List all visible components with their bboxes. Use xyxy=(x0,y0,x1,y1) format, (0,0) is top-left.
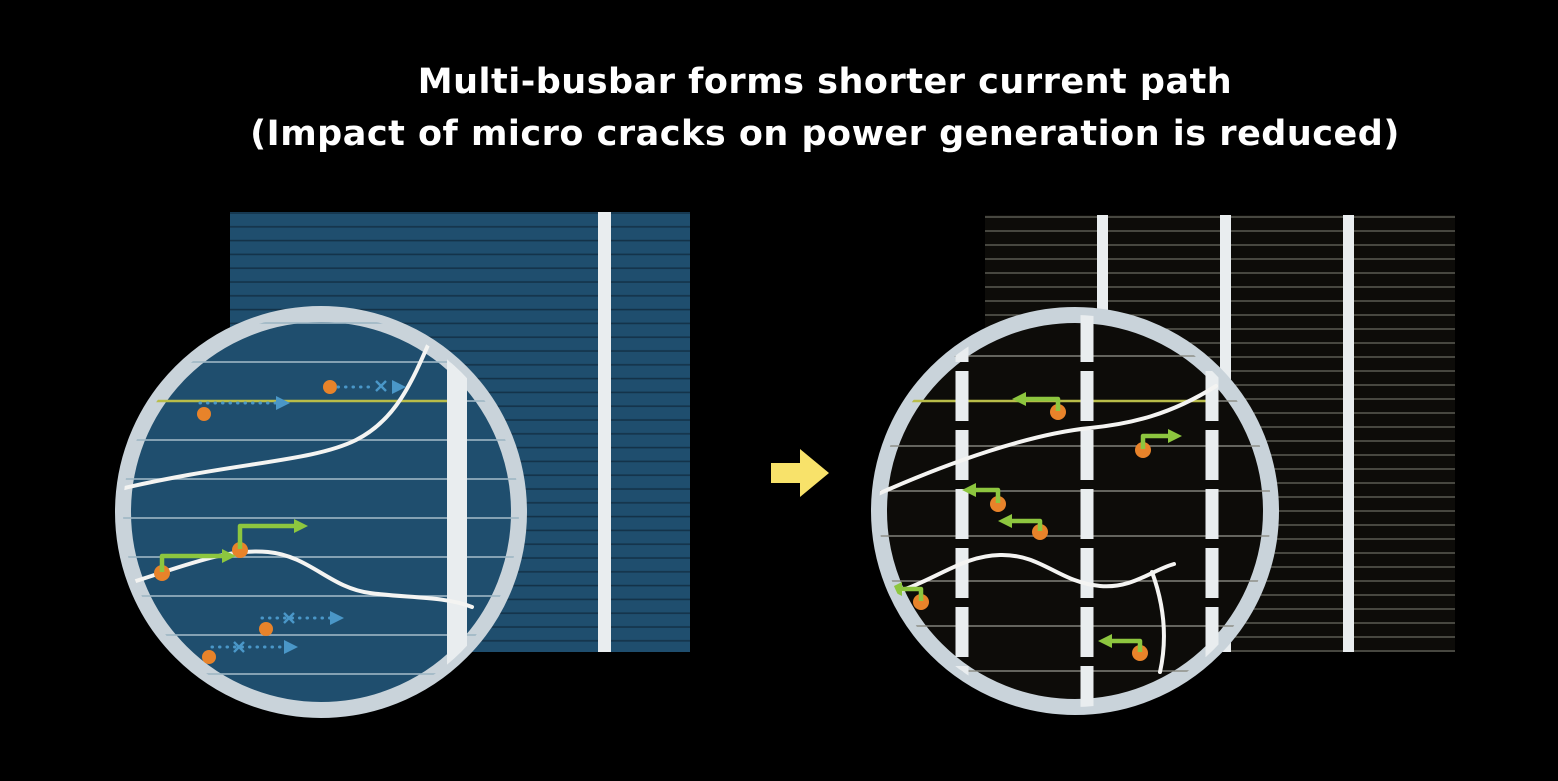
electron-dot xyxy=(259,622,273,636)
long-path-arrow-blocked xyxy=(259,611,344,636)
electron-dot xyxy=(1135,442,1151,458)
micro-crack-line xyxy=(1150,570,1166,674)
electron-dot xyxy=(913,594,929,610)
blocked-x-icon xyxy=(375,380,387,392)
left-zoom-busbar xyxy=(447,314,467,710)
electron-dot xyxy=(1032,524,1048,540)
arrowhead-icon xyxy=(998,514,1012,528)
arrowhead-icon xyxy=(1168,429,1182,443)
electron-dot xyxy=(154,565,170,581)
long-path-arrow-blocked xyxy=(323,380,406,394)
left-cell-busbar xyxy=(598,212,611,652)
micro-crack-line xyxy=(879,384,1218,496)
arrowhead-icon xyxy=(1098,634,1112,648)
micro-crack-line xyxy=(123,549,474,609)
diagram-title: Multi-busbar forms shorter current path … xyxy=(250,56,1400,160)
arrowhead-icon xyxy=(284,640,298,654)
arrowhead-icon xyxy=(330,611,344,625)
arrowhead-icon xyxy=(392,380,406,394)
short-path-arrow xyxy=(998,514,1048,540)
short-path-arrow xyxy=(154,549,236,581)
short-path-arrow xyxy=(888,582,929,610)
left-magnifier-content xyxy=(123,314,519,710)
transition-arrow-icon xyxy=(771,449,829,497)
arrowhead-icon xyxy=(962,483,976,497)
left-magnifier xyxy=(115,306,527,718)
arrowhead-icon xyxy=(222,549,236,563)
electron-dot xyxy=(197,407,211,421)
right-magnifier-content xyxy=(879,315,1271,707)
arrowhead-icon xyxy=(1012,392,1026,406)
electron-dot xyxy=(1050,404,1066,420)
micro-crack-line xyxy=(123,334,434,491)
short-path-arrow xyxy=(1098,634,1148,661)
blocked-x-icon xyxy=(233,641,245,653)
right-zoom-busbars xyxy=(955,315,1219,707)
electron-dot xyxy=(323,380,337,394)
electron-dot xyxy=(990,496,1006,512)
right-cell-busbar xyxy=(1343,215,1354,652)
title-line-2: (Impact of micro cracks on power generat… xyxy=(250,114,1400,154)
short-path-arrow xyxy=(1135,429,1182,458)
electron-dot xyxy=(202,650,216,664)
arrowhead-icon xyxy=(276,396,290,410)
micro-crack-line xyxy=(879,552,1176,600)
arrowhead-icon xyxy=(294,519,308,533)
electron-dot xyxy=(1132,645,1148,661)
long-path-arrow xyxy=(197,396,290,421)
short-path-arrow xyxy=(962,483,1006,512)
title-line-1: Multi-busbar forms shorter current path xyxy=(417,62,1233,102)
short-path-arrow xyxy=(1012,392,1066,420)
electron-dot xyxy=(232,542,248,558)
short-path-arrow xyxy=(232,519,308,558)
blocked-x-icon xyxy=(283,612,295,624)
long-path-arrow-blocked xyxy=(202,640,298,664)
right-magnifier xyxy=(871,307,1279,715)
